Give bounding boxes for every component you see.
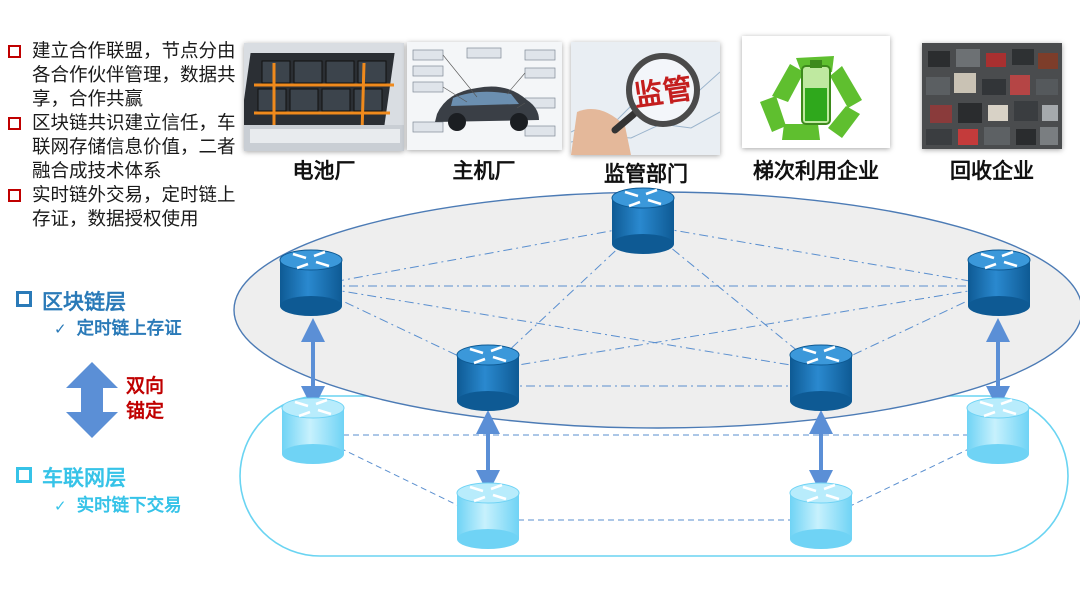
blockchain-node-router-icon <box>610 186 676 256</box>
bullet-text: 建立合作联盟，节点分由各合作伙伴管理，数据共享，合作共赢 <box>32 41 236 110</box>
blockchain-node-router-icon <box>278 248 344 318</box>
vehicle-node-router-icon <box>788 481 854 551</box>
bullet-item: 建立合作联盟，节点分由各合作伙伴管理，数据共享，合作共赢 <box>6 40 238 112</box>
vehicle-square-icon <box>16 467 32 483</box>
check-icon: ✓ <box>54 497 67 515</box>
check-icon: ✓ <box>54 320 67 338</box>
blockchain-node-router-icon <box>788 343 854 413</box>
battery-factory-image <box>244 43 404 151</box>
bidirectional-arrow-icon <box>66 362 118 438</box>
vehicle-layer-links <box>312 434 999 521</box>
echelon-utilization-image <box>742 36 890 148</box>
bullet-item: 实时链外交易，定时链上存证，数据授权使用 <box>6 184 238 232</box>
anchor-arrows <box>301 318 1010 494</box>
vehicle-node-router-icon <box>455 481 521 551</box>
oem-image <box>407 42 562 150</box>
participant-label-regulator: 监管部门 <box>604 162 688 186</box>
regulator-image: 监管 <box>571 42 720 155</box>
blockchain-node-router-icon <box>455 343 521 413</box>
vehicle-layer-subtitle: ✓实时链下交易 <box>54 496 182 516</box>
bullet-text: 实时链外交易，定时链上存证，数据授权使用 <box>32 185 236 230</box>
bullet-text: 区块链共识建立信任，车联网存储信息价值，二者融合成技术体系 <box>32 113 236 182</box>
blockchain-square-icon <box>16 291 32 307</box>
bullet-square-icon <box>8 45 21 58</box>
magnifier-caption: 监管 <box>632 71 694 113</box>
participant-label-echelon-utilization: 梯次利用企业 <box>753 159 879 183</box>
participant-label-oem: 主机厂 <box>452 159 516 183</box>
bullet-square-icon <box>8 117 21 130</box>
bullet-item: 区块链共识建立信任，车联网存储信息价值，二者融合成技术体系 <box>6 112 238 184</box>
vehicle-node-router-icon <box>280 396 346 466</box>
participant-label-recycling-company: 回收企业 <box>950 159 1034 183</box>
vehicle-node-router-icon <box>965 396 1031 466</box>
description-panel: 建立合作联盟，节点分由各合作伙伴管理，数据共享，合作共赢 区块链共识建立信任，车… <box>6 40 238 232</box>
participant-label-battery-factory: 电池厂 <box>292 159 356 183</box>
bullet-square-icon <box>8 189 21 202</box>
blockchain-layer-title: 区块链层 <box>16 289 126 315</box>
anchor-label: 双向锚定 <box>126 375 165 422</box>
recycling-company-image <box>922 43 1062 149</box>
vehicle-layer-title: 车联网层 <box>16 465 126 491</box>
blockchain-layer-subtitle: ✓定时链上存证 <box>54 319 182 339</box>
blockchain-node-router-icon <box>966 248 1032 318</box>
